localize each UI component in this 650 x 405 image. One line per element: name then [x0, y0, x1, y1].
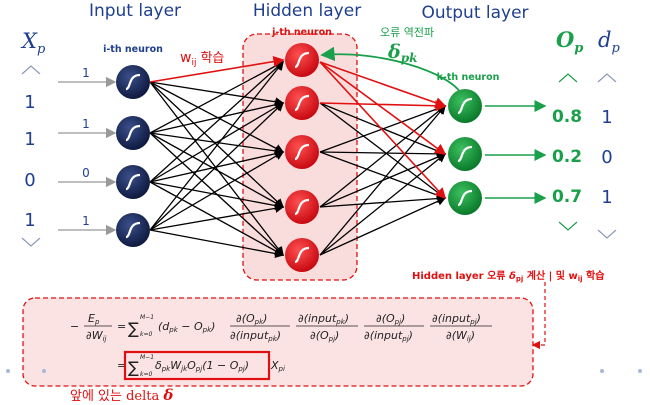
dp-value: 1: [601, 107, 612, 128]
sigmoid-icon: [457, 145, 473, 163]
svg-text:k=0: k=0: [140, 371, 153, 378]
frac3-num: ∂(Opj): [376, 312, 405, 326]
hidden-output-connections: [319, 102, 447, 256]
xp-value: 1: [24, 210, 35, 231]
xp-value: 0: [24, 170, 35, 191]
delta-highlight-box: [123, 350, 271, 381]
formula-line-1: − Ep ∂Wij = ∑ M−1 k=0 (dpk − Opk) ∂(Opk)…: [70, 312, 492, 343]
frac4-num: ∂(inputpj): [432, 312, 481, 326]
xp-value: 1: [24, 92, 35, 113]
error-backprop-label: 오류 역전파: [380, 26, 434, 39]
frac4-den: ∂(Wij): [446, 329, 475, 343]
op-value: 0.2: [552, 147, 582, 167]
op-chevron-down-icon: [558, 221, 578, 231]
formula-line-2: = ∑ M−1 k=0 δpkWjkOpj(1 − Opj) Xpi: [117, 350, 285, 381]
svg-text:k=0: k=0: [140, 331, 153, 338]
sigmoid-icon: [294, 198, 310, 216]
frac3-den: ∂(inputpj): [364, 329, 413, 343]
input-edge-label: 0: [82, 166, 90, 180]
input-hidden-connections: [149, 60, 285, 259]
frac2-num: ∂(inputpk): [298, 312, 349, 326]
xp-value: 1: [24, 129, 35, 150]
dp-header: dp: [598, 28, 620, 56]
op-chevron-up-icon: [558, 73, 578, 83]
hidden-error-label: Hidden layer 오류 δpj 계산 | 및 wij 학습: [412, 269, 604, 283]
bottom-caption: 앞에 있는 delta δ: [70, 386, 173, 401]
decorative-dots: [6, 369, 642, 373]
op-header: Op: [556, 27, 583, 56]
hidden-neuron: [285, 135, 319, 169]
svg-text:∑: ∑: [128, 358, 139, 377]
k-th-neuron-label: k-th neuron: [437, 72, 500, 83]
svg-text:−: −: [70, 320, 79, 333]
formula-box: [22, 297, 534, 387]
sigmoid-icon: [294, 51, 310, 69]
hidden-neuron: [285, 190, 319, 224]
sigmoid-icon: [294, 143, 310, 161]
input-edge-label: 1: [82, 66, 90, 80]
output-neuron: [448, 181, 482, 215]
x-term: Xpi: [270, 359, 285, 373]
lhs-numerator: Ep: [88, 312, 100, 326]
hidden-layer-title: Hidden layer: [253, 1, 361, 21]
output-neuron: [448, 89, 482, 123]
delta-pk-label: δpk: [387, 41, 417, 65]
input-neuron: [116, 65, 150, 99]
output-layer-title: Output layer: [421, 3, 528, 23]
hidden-neuron: [285, 238, 319, 272]
sigmoid-icon: [125, 221, 141, 239]
delta-term: δpkWjkOpj(1 − Opj): [155, 359, 249, 373]
op-value: 0.7: [552, 187, 582, 207]
frac1-den: ∂(inputpk): [230, 329, 281, 343]
error-edges: [319, 61, 447, 200]
input-neuron: [116, 116, 150, 150]
output-neuron: [448, 137, 482, 171]
hidden-neuron: [285, 43, 319, 77]
hidden-neuron: [285, 86, 319, 120]
frac1-num: ∂(Opk): [236, 312, 267, 326]
input-edge-label: 1: [82, 117, 90, 131]
svg-text:=: =: [117, 359, 126, 372]
i-th-neuron-label: i-th neuron: [103, 44, 163, 55]
input-neuron: [116, 165, 150, 199]
sigmoid-icon: [457, 189, 473, 207]
j-th-neuron-label: j-th neuron: [271, 27, 332, 38]
svg-text:=: =: [117, 320, 126, 333]
wij-learning-edge: [149, 56, 285, 83]
xp-chevron-up-icon: [21, 65, 41, 75]
op-value: 0.8: [552, 107, 582, 127]
sigmoid-icon: [125, 73, 141, 91]
dp-chevron-down-icon: [597, 229, 617, 239]
frac2-den: ∂(Opj): [310, 329, 339, 343]
dp-value: 1: [601, 187, 612, 208]
sigmoid-icon: [125, 124, 141, 142]
sigmoid-icon: [294, 94, 310, 112]
sigmoid-icon: [125, 173, 141, 191]
sigmoid-icon: [457, 97, 473, 115]
input-neuron: [116, 213, 150, 247]
error-term: (dpk − Opk): [158, 320, 215, 334]
lhs-denominator: ∂Wij: [86, 329, 107, 343]
input-layer-title: Input layer: [89, 1, 181, 21]
xp-chevron-down-icon: [21, 237, 41, 247]
input-edge-label: 1: [82, 214, 90, 228]
hidden-error-connector: [531, 282, 546, 350]
backprop-arrow: [320, 46, 463, 96]
svg-text:M−1: M−1: [140, 354, 154, 361]
xp-header: Xp: [20, 29, 46, 57]
svg-text:∑: ∑: [128, 319, 139, 338]
sigmoid-icon: [294, 246, 310, 264]
dp-value: 0: [601, 147, 612, 168]
svg-text:M−1: M−1: [140, 314, 154, 321]
dp-chevron-up-icon: [597, 73, 617, 83]
